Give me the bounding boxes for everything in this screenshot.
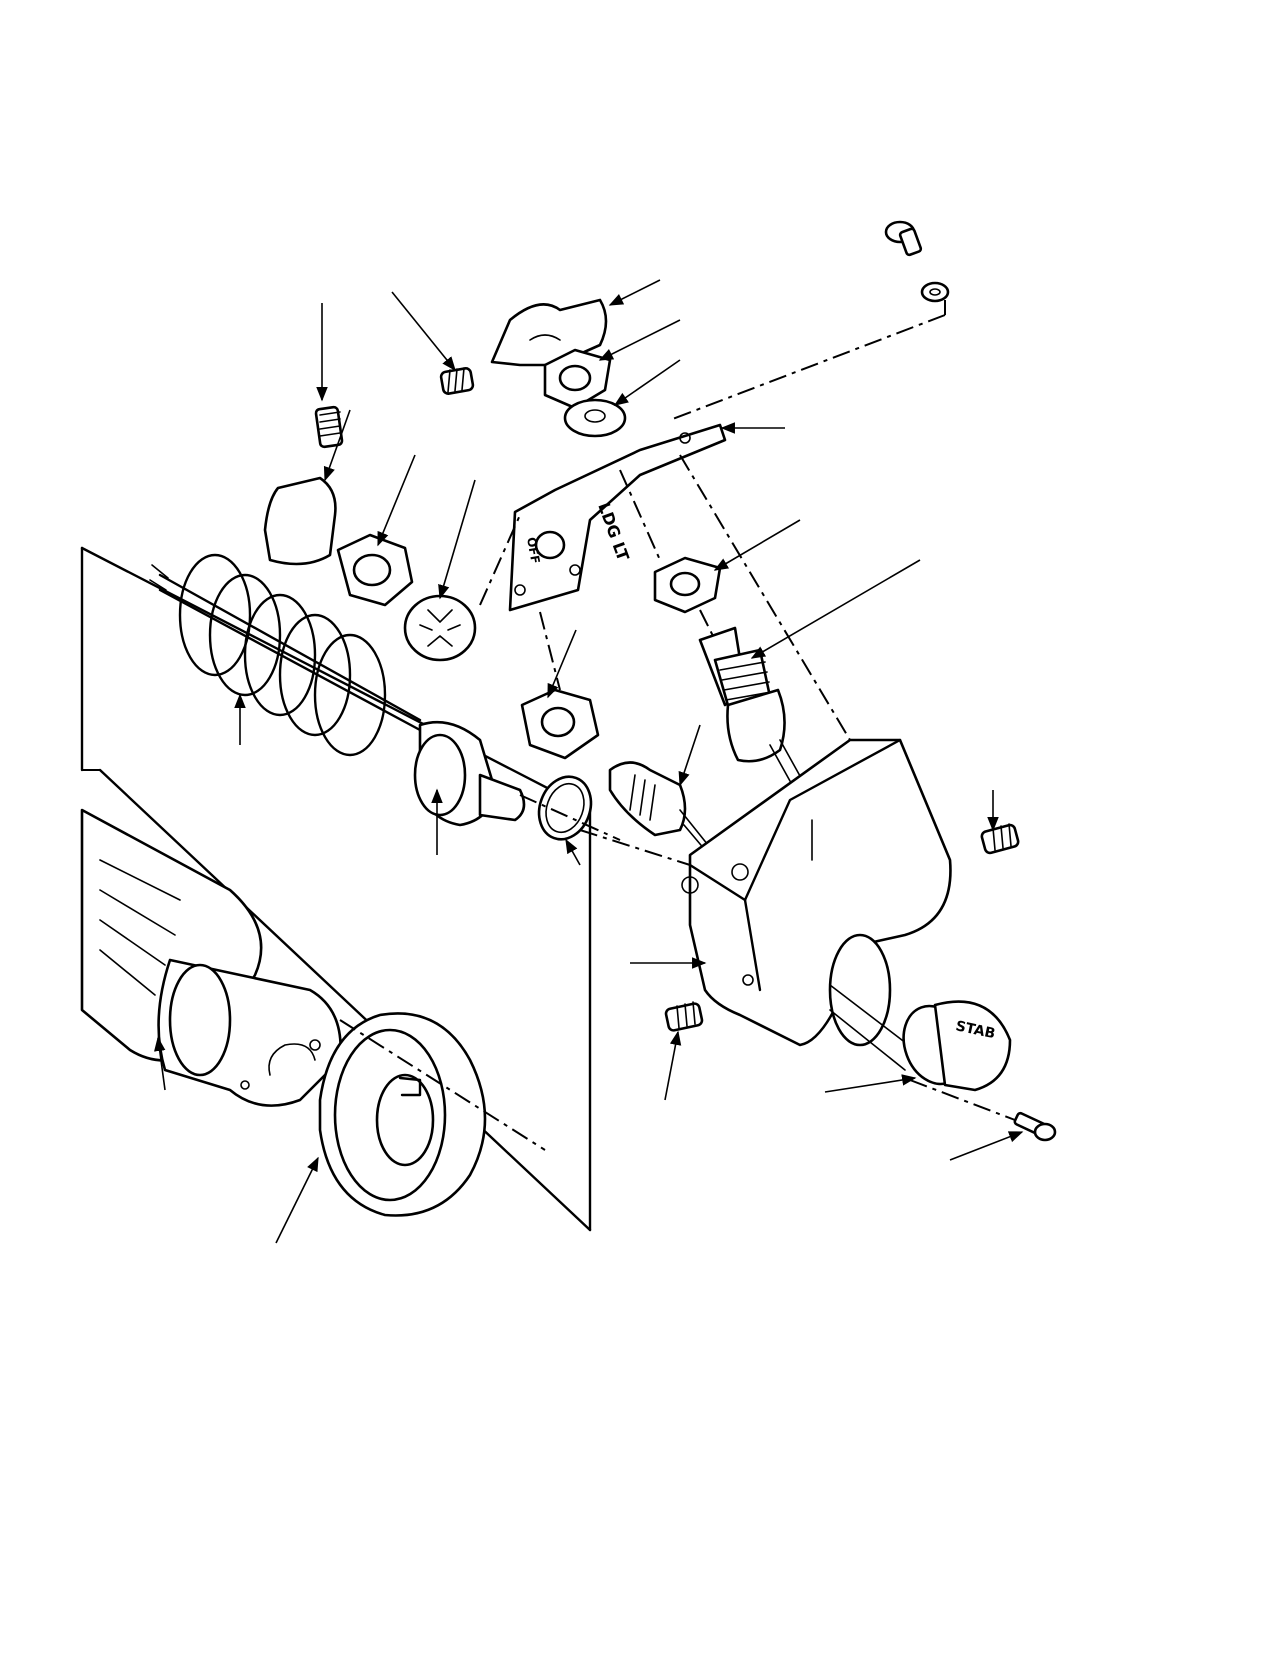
small-switch-stem [608,761,723,871]
coil-spring [149,553,422,757]
set-screw-upper-left [314,405,344,449]
switch-housing [681,738,952,1071]
flat-washer-top [563,398,627,438]
lock-washer-left [403,594,477,662]
hex-nut-top [543,348,612,410]
pan-head-screw-lower [1013,1111,1057,1142]
toggle-switch [698,626,806,791]
hex-nut-right [653,556,722,614]
set-screw-lower-mid [664,1001,704,1032]
lock-washer-top [920,281,950,303]
o-ring [537,775,593,841]
clamp-bracket [490,298,608,367]
knurled-tube-housing [80,808,342,1107]
rubber-block [263,476,337,566]
light-cap: STAB [902,1000,1012,1092]
panel-label-off: OFF [524,536,542,565]
set-screw-right [980,823,1020,855]
hex-nut-lower [520,688,600,760]
pan-head-screw-top [884,220,923,257]
keyed-washer [318,1012,487,1217]
hex-nut-left [336,533,414,607]
set-screw-top [439,367,475,395]
plunger-switch [413,720,526,827]
callout-leaders [154,279,1024,1244]
panel-label-legend: LDG LT [594,500,633,564]
assembly-centerlines [339,300,1016,1151]
